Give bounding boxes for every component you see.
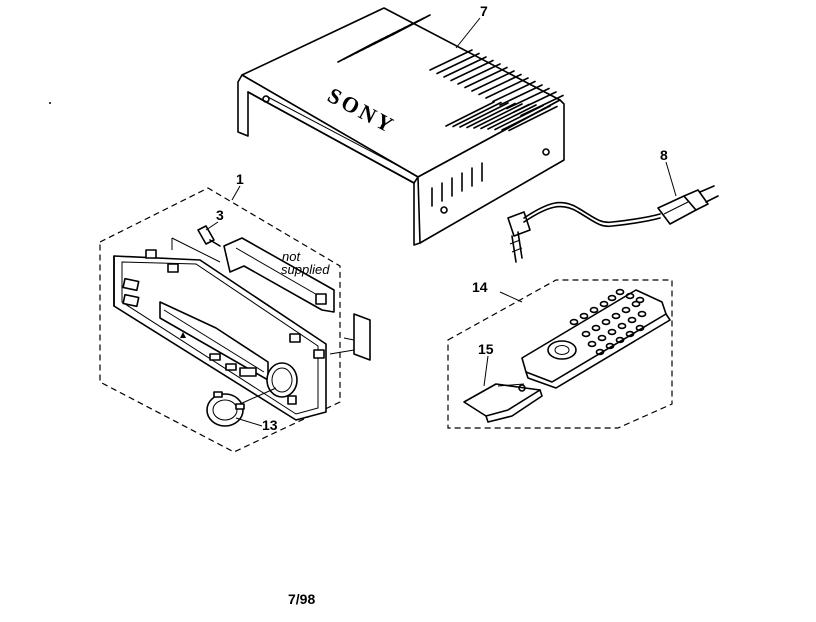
part-label-14: 14 bbox=[472, 279, 488, 295]
remote-button bbox=[625, 330, 635, 338]
remote-button bbox=[625, 292, 635, 300]
part-label-1: 1 bbox=[236, 171, 244, 187]
remote-button bbox=[587, 340, 597, 348]
vent-slot bbox=[443, 56, 487, 78]
remote-button bbox=[621, 306, 631, 314]
remote-button bbox=[637, 310, 647, 318]
remote-button bbox=[579, 312, 589, 320]
vent-slot bbox=[464, 66, 508, 89]
remote-control bbox=[521, 288, 671, 389]
remote-button bbox=[581, 330, 591, 338]
remote-button bbox=[617, 322, 627, 330]
date-code: 7/98 bbox=[288, 591, 315, 607]
remote-button bbox=[635, 324, 645, 332]
battery-cover bbox=[463, 383, 543, 423]
knob-13 bbox=[206, 387, 277, 427]
remote-button bbox=[569, 318, 579, 326]
note-supplied: supplied bbox=[281, 262, 330, 277]
remote-button bbox=[589, 306, 599, 314]
leader-15 bbox=[483, 355, 489, 387]
leader-8 bbox=[665, 161, 677, 197]
vent-slot bbox=[450, 59, 494, 82]
part-label-7: 7 bbox=[480, 3, 488, 19]
remote-button bbox=[615, 336, 625, 344]
vent-slot bbox=[436, 52, 480, 75]
part-label-13: 13 bbox=[262, 417, 278, 433]
vent-slot bbox=[508, 105, 558, 132]
leader-13 bbox=[235, 417, 263, 427]
vent-slot bbox=[466, 102, 516, 129]
remote-group-outline bbox=[447, 279, 673, 429]
remote-button bbox=[607, 328, 617, 336]
vent-slot bbox=[487, 104, 537, 130]
leader-14 bbox=[499, 291, 523, 303]
remote-button bbox=[605, 342, 615, 350]
part-label-8: 8 bbox=[660, 147, 668, 163]
vent-slot bbox=[499, 84, 543, 106]
vent-slot bbox=[459, 102, 509, 128]
vent-slot bbox=[480, 103, 530, 130]
front-panel bbox=[113, 249, 371, 421]
stray-mark bbox=[49, 102, 51, 104]
vent-slot bbox=[501, 105, 551, 131]
vent-slot bbox=[473, 103, 523, 129]
leader-1 bbox=[231, 185, 241, 201]
remote-button bbox=[595, 348, 605, 356]
vent-slot bbox=[492, 80, 536, 103]
power-cord bbox=[507, 185, 719, 263]
not-supplied-bracket bbox=[223, 237, 335, 313]
leader-3 bbox=[205, 221, 219, 231]
vent-slot bbox=[445, 101, 495, 127]
vent-slot bbox=[391, 14, 431, 36]
remote-button bbox=[601, 318, 611, 326]
remote-button bbox=[615, 288, 625, 296]
note-not: not bbox=[282, 249, 301, 264]
vent-slot bbox=[457, 63, 501, 85]
remote-button bbox=[599, 300, 609, 308]
part-label-3: 3 bbox=[216, 207, 224, 223]
remote-button bbox=[627, 316, 637, 324]
remote-button bbox=[597, 334, 607, 342]
part-label-15: 15 bbox=[478, 341, 494, 357]
vent-slot bbox=[506, 87, 550, 110]
vent-slot bbox=[478, 73, 522, 96]
vent-slot bbox=[485, 77, 529, 99]
remote-button bbox=[611, 312, 621, 320]
front-panel-group-outline bbox=[99, 187, 341, 453]
screw-3 bbox=[171, 225, 221, 263]
remote-button bbox=[591, 324, 601, 332]
top-cover: SONY bbox=[237, 7, 565, 246]
vent-slot bbox=[452, 101, 502, 128]
vent-slot bbox=[471, 70, 515, 92]
vent-slot bbox=[429, 49, 473, 71]
remote-button bbox=[635, 296, 645, 304]
vent-slot bbox=[494, 104, 544, 131]
remote-button bbox=[607, 294, 617, 302]
leader-7 bbox=[455, 17, 481, 49]
